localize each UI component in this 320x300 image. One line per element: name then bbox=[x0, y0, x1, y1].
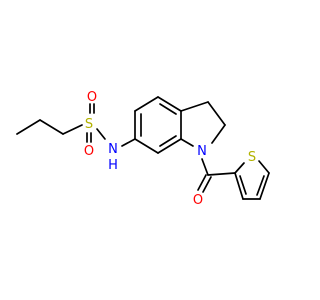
bond-propyl-1 bbox=[16, 119, 41, 135]
bond-c3a-c4 bbox=[157, 96, 182, 112]
bond-th-c5-c4 bbox=[259, 172, 270, 200]
bond-n1-c7a bbox=[180, 138, 194, 147]
atom-amide-h: H bbox=[108, 158, 118, 173]
bond-th-s-c5 bbox=[258, 160, 270, 174]
bond-carbonyl-thiophene bbox=[207, 172, 236, 176]
bond-c-o-b bbox=[202, 176, 212, 193]
sulfonamide-group bbox=[86, 103, 136, 147]
bond-th-c5-c4-inner bbox=[256, 175, 265, 196]
bond-c4-c5 bbox=[134, 96, 159, 112]
molecule-diagram: S O O N H N O S bbox=[16, 90, 270, 208]
bond-c3-c2 bbox=[207, 101, 226, 126]
bond-c3a-c3 bbox=[180, 101, 209, 112]
bond-c6-c7 bbox=[134, 138, 159, 154]
atom-carbonyl-o: O bbox=[193, 193, 203, 208]
atom-thiophene-s: S bbox=[248, 150, 256, 165]
bond-c2-n1 bbox=[211, 124, 226, 144]
bond-th-c3-c2 bbox=[234, 172, 244, 200]
thiophene-carbonyl bbox=[197, 158, 270, 200]
bond-propyl-3 bbox=[62, 124, 83, 135]
benzene-ring bbox=[134, 96, 182, 154]
atom-amide-n: N bbox=[108, 142, 118, 157]
bond-c7-c7a-inner bbox=[159, 135, 177, 147]
atom-sulfonyl-s: S bbox=[85, 117, 93, 132]
bond-th-c2-s bbox=[234, 162, 245, 174]
atom-labels: S O O N H N O S bbox=[84, 90, 256, 208]
atom-indoline-n: N bbox=[197, 144, 207, 159]
pyrrolidine-ring bbox=[180, 101, 226, 147]
bond-propyl-2 bbox=[39, 119, 64, 135]
bond-c-o-a bbox=[197, 174, 207, 191]
atom-sulfonyl-o-upper: O bbox=[87, 90, 97, 105]
structure-svg: S O O N H N O S bbox=[16, 90, 270, 208]
bond-n-c6 bbox=[121, 138, 136, 147]
atom-sulfonyl-o-lower: O bbox=[84, 144, 94, 159]
propyl-chain bbox=[16, 119, 83, 135]
bond-n1-carbonyl-c bbox=[201, 158, 209, 176]
bond-c3a-c4-inner bbox=[159, 103, 177, 115]
bond-c7-c7a bbox=[157, 138, 182, 154]
bond-s-n bbox=[96, 128, 106, 140]
bond-th-c3-c2-inner bbox=[239, 175, 247, 195]
